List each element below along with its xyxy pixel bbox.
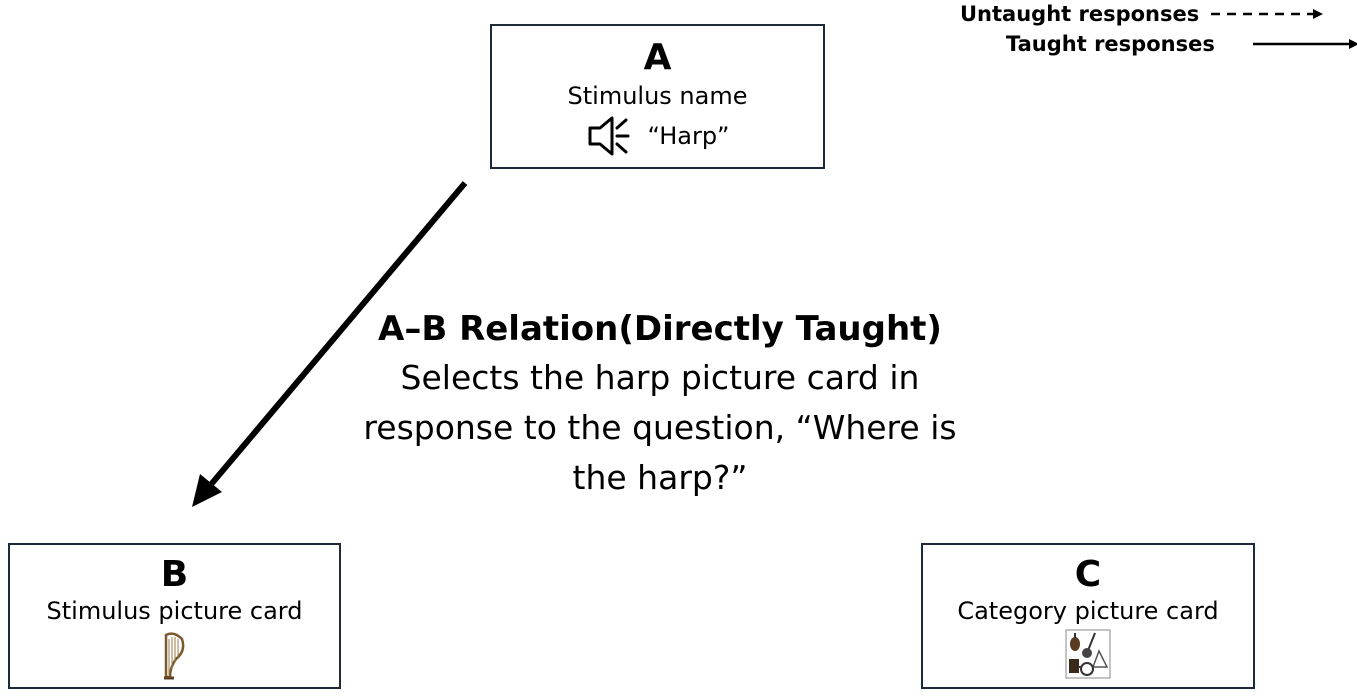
legend-taught-label: Taught responses: [1006, 32, 1215, 56]
node-c-box: C Category picture card: [921, 543, 1255, 689]
node-a-spoken-word: “Harp”: [647, 122, 730, 150]
relation-title: A–B Relation(Directly Taught): [378, 309, 942, 349]
node-a-subtitle: Stimulus name: [567, 82, 748, 110]
dashed-arrow-icon: [1211, 9, 1324, 19]
solid-arrow-icon: [1252, 39, 1357, 49]
legend-untaught-label: Untaught responses: [960, 2, 1200, 26]
node-b-box: B Stimulus picture card: [8, 543, 341, 689]
node-a-box: A Stimulus name “Harp”: [490, 24, 825, 169]
node-a-spoken-word-row: “Harp”: [492, 114, 823, 158]
node-c-letter: C: [1074, 554, 1102, 595]
node-a-letter: A: [643, 37, 672, 78]
node-c-subtitle: Category picture card: [957, 597, 1219, 625]
harp-icon: [163, 632, 184, 680]
relation-text-block: A–B Relation(Directly Taught) Selects th…: [340, 305, 980, 503]
instruments-collage-icon: [1065, 629, 1111, 679]
speaker-icon: [588, 116, 629, 156]
legend-taught: Taught responses: [1006, 30, 1357, 58]
node-b-letter: B: [160, 554, 189, 595]
node-b-subtitle: Stimulus picture card: [46, 597, 303, 625]
legend-untaught: Untaught responses: [960, 0, 1327, 28]
relation-description: Selects the harp picture card in respons…: [363, 358, 957, 497]
